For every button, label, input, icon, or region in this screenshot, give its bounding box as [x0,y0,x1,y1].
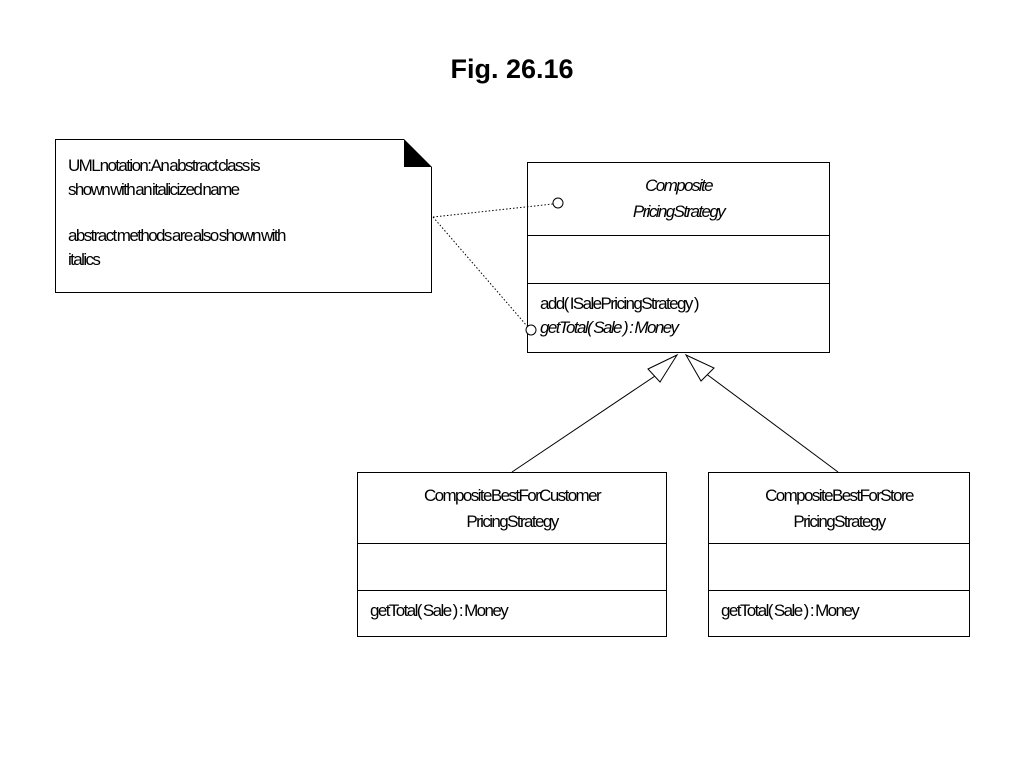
note-line-2: shown with an italicized name [68,180,240,199]
attribute-compartment [358,544,666,591]
note-line-3: abstract methods are also shown with [68,226,286,245]
class-name-line-2: PricingStrategy [632,202,726,221]
class-name-line-2: PricingStrategy [466,512,559,531]
generalization-arrowhead-store [684,353,715,382]
operation-compartment: getTotal( Sale ) : Money [709,591,969,636]
operation-get-total: getTotal( Sale ) : Money [721,601,860,620]
class-name: Composite PricingStrategy [528,163,829,225]
attribute-compartment [528,236,829,284]
best-for-customer-class: CompositeBestForCustomer PricingStrategy… [357,472,667,637]
class-name: CompositeBestForStore PricingStrategy [709,473,969,535]
note-anchor-to-class-name [432,203,554,218]
figure-title: Fig. 26.16 [450,54,574,84]
class-name-compartment: CompositeBestForStore PricingStrategy [709,473,969,544]
generalization-arrowhead-customer [647,353,679,383]
note-anchor-end-abstract-method [525,324,537,336]
generalization-line-customer [511,371,662,473]
note-line-4: italics [68,250,101,269]
class-name-compartment: CompositeBestForCustomer PricingStrategy [358,473,666,544]
generalization-line-store [700,369,839,473]
note-line-1: UML notation: An abstract class is [68,156,261,175]
class-name-compartment: Composite PricingStrategy [528,163,829,236]
class-name-line-1: Composite [645,176,713,195]
operation-get-total: getTotal( Sale ) : Money [540,318,679,337]
operation-add: add( ISalePricingStrategy ) [540,294,700,313]
attribute-compartment [709,544,969,591]
best-for-store-class: CompositeBestForStore PricingStrategy ge… [708,472,970,637]
class-name-line-1: CompositeBestForStore [765,486,914,505]
note-folded-corner [404,139,432,167]
note-anchor-to-abstract-method [432,216,528,327]
operation-compartment: add( ISalePricingStrategy ) getTotal( Sa… [528,284,829,352]
composite-pricing-strategy-class: Composite PricingStrategy add( ISalePric… [527,162,830,353]
operations: getTotal( Sale ) : Money [709,591,969,623]
uml-note: UML notation: An abstract class is shown… [55,139,432,293]
class-name-line-2: PricingStrategy [793,512,886,531]
operation-get-total: getTotal( Sale ) : Money [370,601,509,620]
operation-compartment: getTotal( Sale ) : Money [358,591,666,636]
operations: getTotal( Sale ) : Money [358,591,666,623]
note-text: UML notation: An abstract class is shown… [68,154,418,294]
class-name: CompositeBestForCustomer PricingStrategy [358,473,666,535]
operations: add( ISalePricingStrategy ) getTotal( Sa… [528,284,829,340]
note-anchor-end-class-name [552,197,564,209]
class-name-line-1: CompositeBestForCustomer [423,486,602,505]
